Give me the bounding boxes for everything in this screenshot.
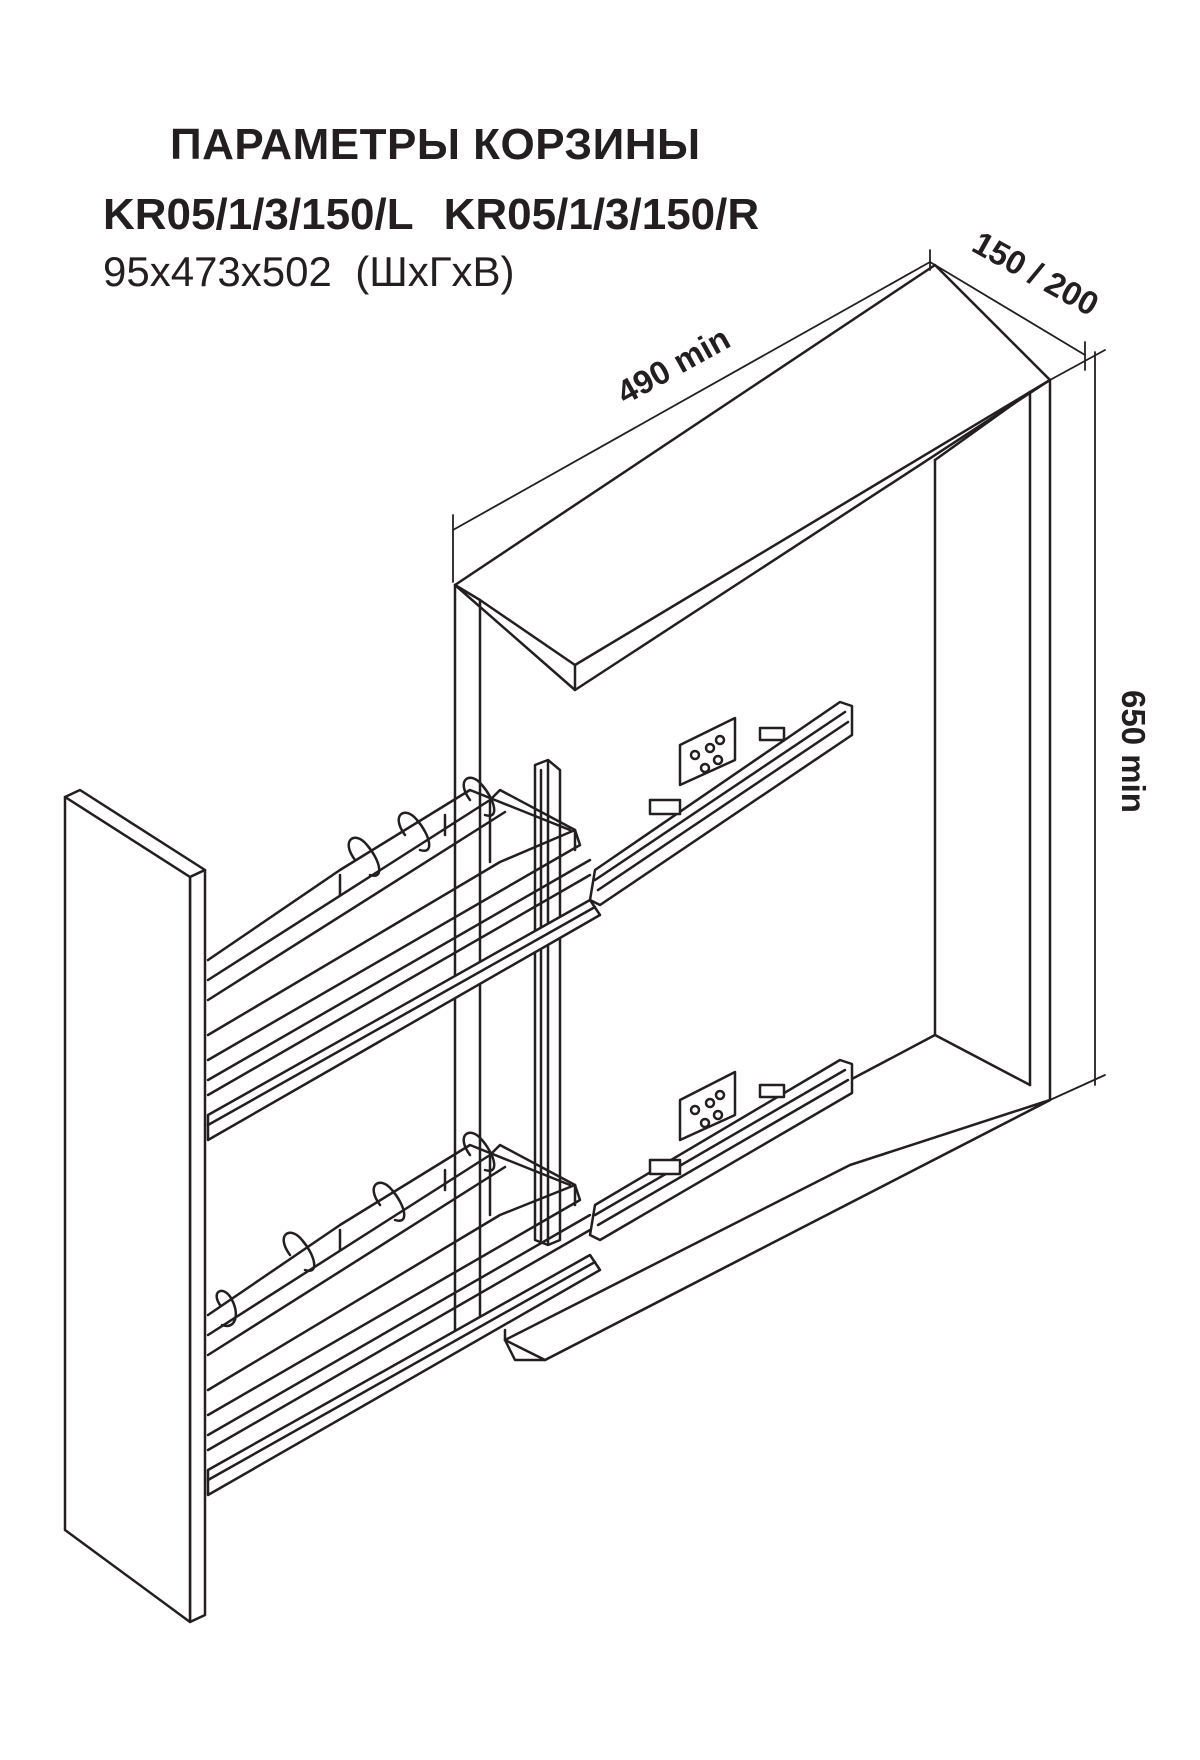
depth-dimension-label: 490 min bbox=[610, 319, 735, 411]
model-code-left: KR05/1/3/150/L bbox=[103, 190, 414, 239]
page-title: ПАРАМЕТРЫ КОРЗИНЫ bbox=[170, 120, 701, 169]
lower-runner bbox=[588, 1058, 854, 1242]
size-dimensions: 95x473x502 bbox=[103, 248, 332, 295]
height-dimension-label: 650 min bbox=[1115, 690, 1152, 813]
model-codes: KR05/1/3/150/L KR05/1/3/150/R bbox=[103, 190, 759, 240]
width-dimension-label: 150 / 200 bbox=[967, 224, 1105, 323]
cabinet-outline bbox=[453, 263, 1052, 1362]
front-panel bbox=[63, 788, 207, 1624]
dimension-lines bbox=[452, 249, 1106, 1101]
size-line: 95x473x502 (ШxГxВ) bbox=[103, 248, 514, 296]
upper-basket bbox=[206, 776, 602, 1142]
upper-runner bbox=[588, 700, 854, 907]
lower-basket bbox=[206, 1131, 602, 1497]
model-code-right: KR05/1/3/150/R bbox=[443, 190, 760, 239]
size-legend: (ШxГxВ) bbox=[355, 248, 515, 295]
